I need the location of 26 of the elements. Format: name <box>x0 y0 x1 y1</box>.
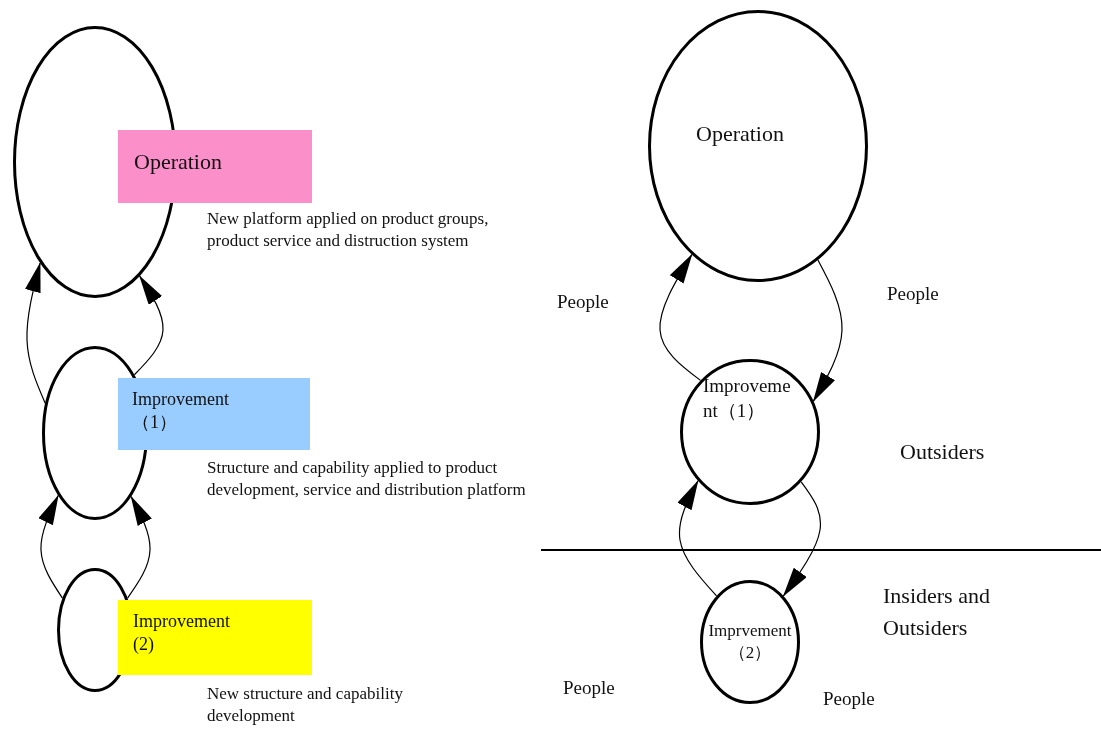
description-text: New structure and capability development <box>207 683 404 727</box>
arrow <box>126 495 152 599</box>
arrow <box>659 253 702 381</box>
label-box <box>118 378 310 450</box>
flow-label: People <box>557 290 610 314</box>
node-label: Imprvement （2） <box>707 620 793 665</box>
arrow <box>38 494 64 599</box>
arrow <box>133 275 164 376</box>
region-label: Insiders and Outsiders <box>883 582 991 642</box>
flow-label: People <box>887 282 940 306</box>
description-text: New platform applied on product groups, product service and distruction system <box>207 208 490 252</box>
arrow <box>25 262 46 404</box>
label-box <box>118 130 312 203</box>
region-label: Outsiders <box>900 438 986 466</box>
node-label: Improvement （1） <box>132 388 230 435</box>
description-text: Structure and capability applied to product development, service and distribution platform <box>207 457 527 501</box>
node-label: Improvement（1） <box>703 374 791 423</box>
flow-label: People <box>823 687 876 711</box>
label-box <box>118 600 312 675</box>
arrow <box>812 259 843 402</box>
flow-label: People <box>563 676 616 700</box>
node-label: Operation <box>134 148 223 176</box>
node-label: Improvement (2) <box>133 610 231 657</box>
node-label: Operation <box>696 120 785 148</box>
arrow <box>782 481 822 597</box>
arrow <box>677 479 718 597</box>
